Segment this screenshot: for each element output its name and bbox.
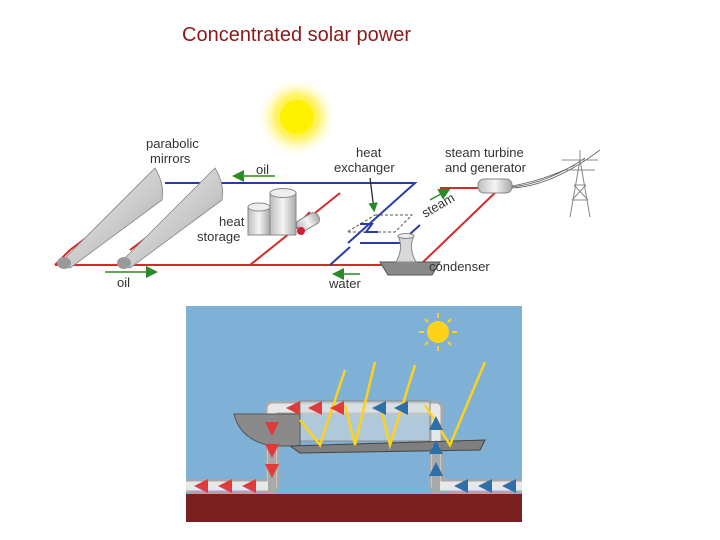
condenser — [379, 233, 441, 276]
transmission-tower — [562, 150, 598, 218]
parabolic-mirror-2 — [117, 167, 224, 269]
label-heat-exchanger-1: heat — [356, 145, 382, 160]
label-oil-top: oil — [256, 162, 269, 177]
ground — [186, 494, 522, 522]
heat-storage-tanks — [247, 188, 321, 236]
label-parabolic-mirrors-1: parabolic — [146, 136, 199, 151]
sun-top — [257, 77, 337, 157]
sun-bottom — [419, 313, 457, 351]
label-heat-storage-1: heat — [219, 214, 245, 229]
label-condenser: condenser — [429, 259, 490, 274]
label-heat-exchanger-2: exchanger — [334, 160, 395, 175]
label-heat-storage-2: storage — [197, 229, 240, 244]
label-steam-turbine-2: and generator — [445, 160, 527, 175]
page-title: Concentrated solar power — [182, 24, 412, 46]
label-water: water — [328, 276, 361, 291]
label-parabolic-mirrors-2: mirrors — [150, 151, 191, 166]
label-steam: steam — [419, 190, 457, 221]
parabolic-mirror-1 — [57, 167, 164, 269]
flow-arrows — [105, 170, 451, 280]
heat-exchanger — [345, 177, 414, 233]
label-steam-turbine-1: steam turbine — [445, 145, 524, 160]
steam-turbine — [477, 149, 601, 194]
label-oil-bottom: oil — [117, 275, 130, 290]
trough-cross-section — [186, 306, 522, 522]
